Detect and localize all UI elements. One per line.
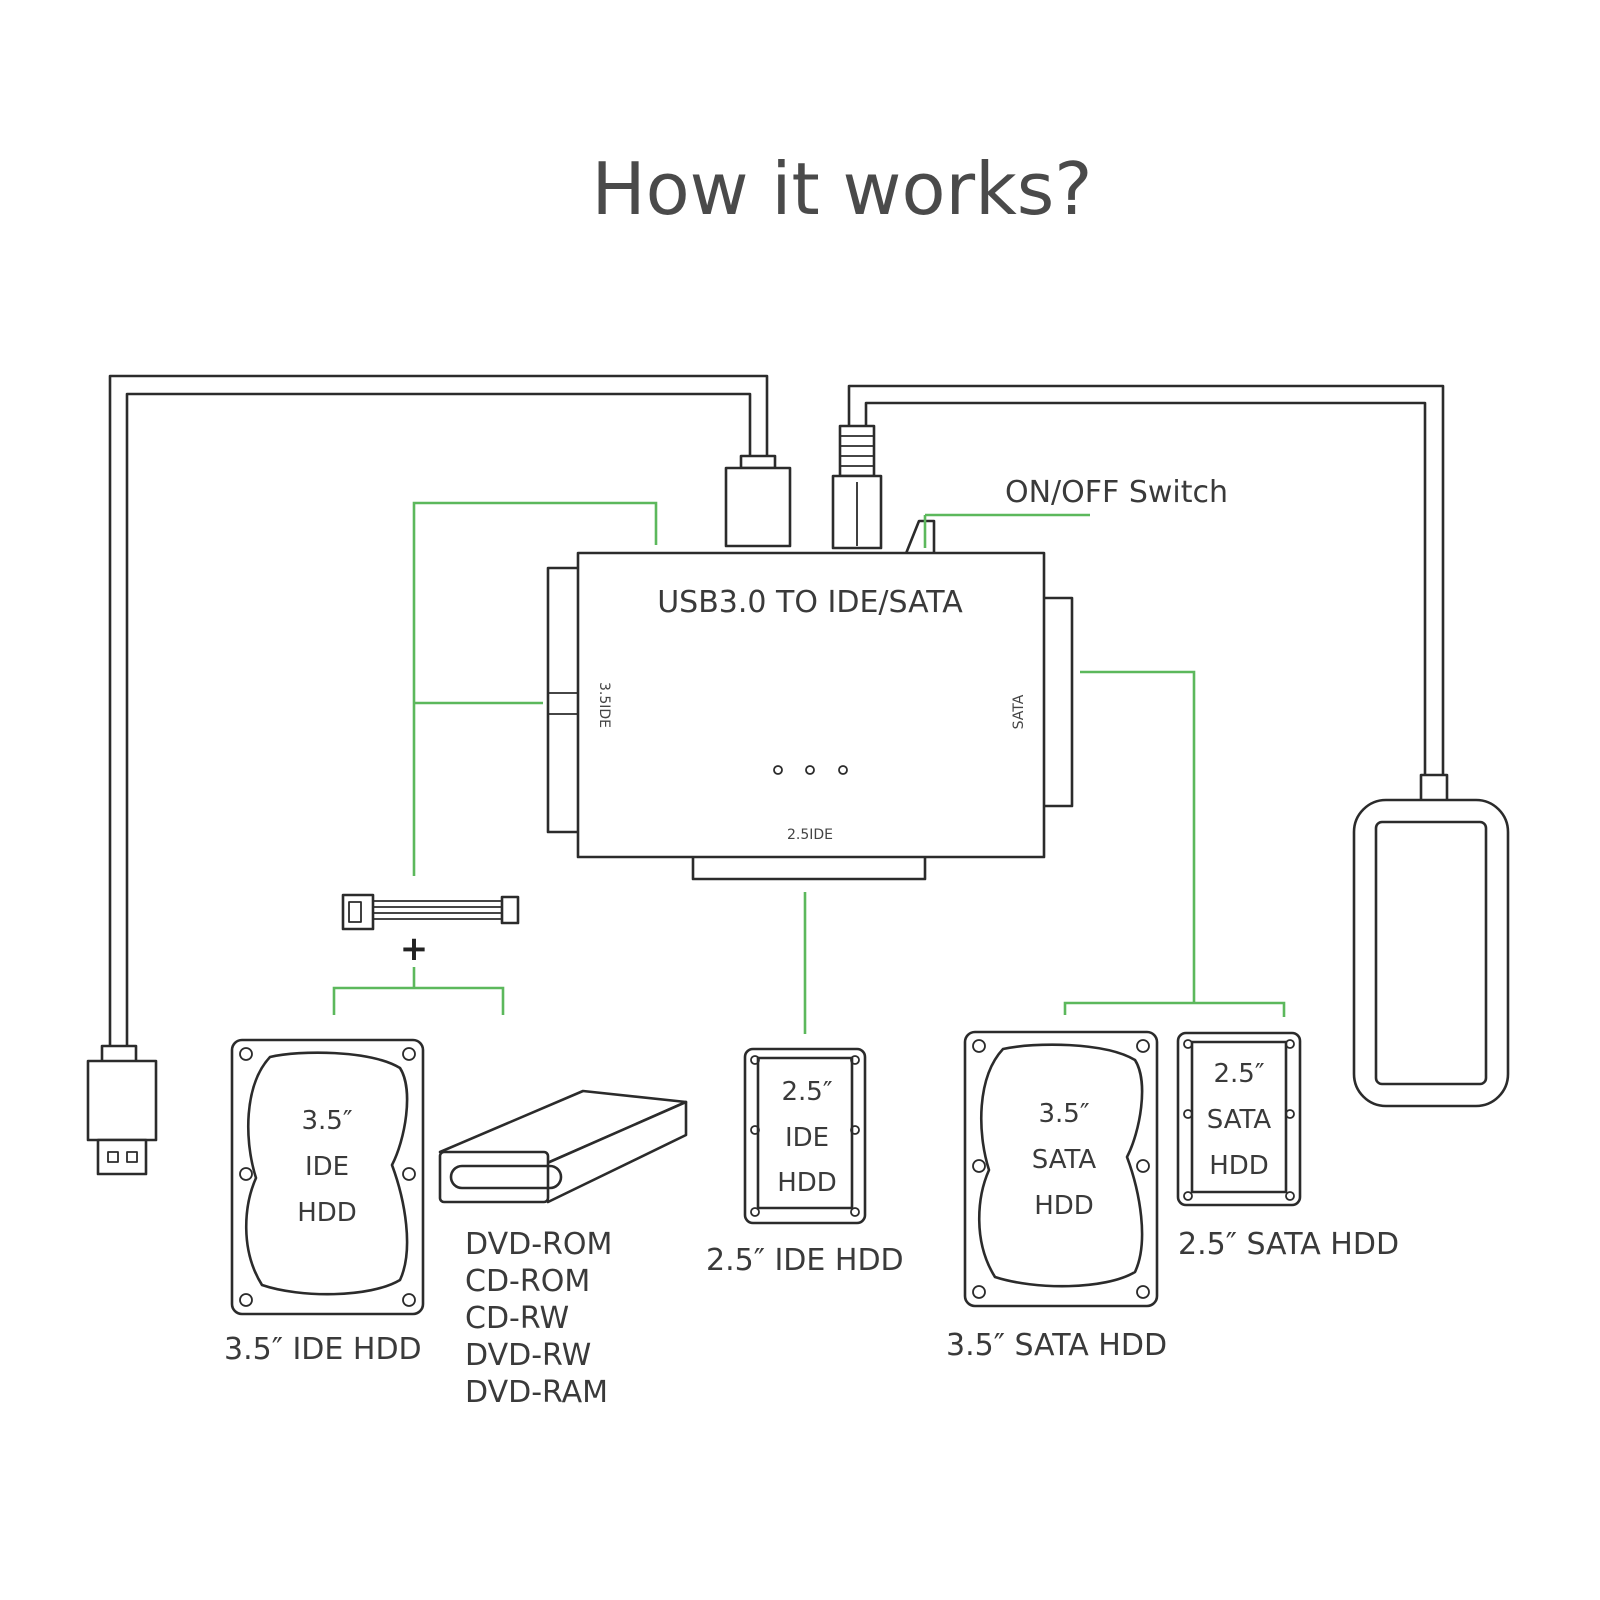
hdd-icon (230, 1038, 425, 1316)
hdd-icon (1176, 1031, 1302, 1207)
sata35-line2: SATA (1032, 1145, 1097, 1175)
led-icon (773, 765, 783, 775)
led-icon (838, 765, 848, 775)
sata35-line3: HDD (1034, 1191, 1094, 1221)
optical-caption: CD-ROM (465, 1264, 590, 1299)
ide25-line1: 2.5″ (781, 1077, 832, 1107)
ide25-line3: HDD (777, 1168, 837, 1198)
dc-plug-icon (831, 424, 883, 550)
ide25-line2: IDE (785, 1123, 829, 1153)
molex-cable-icon (341, 893, 520, 931)
power-cable (847, 384, 1445, 779)
sata25-caption: 2.5″ SATA HDD (1178, 1227, 1399, 1262)
optical-caption: DVD-RW (465, 1338, 591, 1373)
optical-captions: DVD-ROM CD-ROM CD-RW DVD-RW DVD-RAM (465, 1227, 612, 1410)
ide35-line2: IDE (305, 1152, 349, 1182)
on-off-switch (903, 513, 1090, 558)
ide35-line1: 3.5″ (301, 1106, 352, 1136)
usb-b-plug-icon (724, 454, 792, 548)
optical-caption: CD-RW (465, 1301, 569, 1336)
port-label-sata: SATA (1011, 694, 1027, 729)
sata-connector (1040, 596, 1074, 808)
optical-drive-icon (438, 1089, 688, 1204)
sata35-caption: 3.5″ SATA HDD (946, 1328, 1167, 1363)
adapter-body (576, 551, 1046, 859)
usb-cable (108, 374, 769, 1062)
hdd-icon (963, 1030, 1159, 1308)
optical-caption: DVD-RAM (465, 1375, 608, 1410)
ide25-caption: 2.5″ IDE HDD (706, 1243, 904, 1278)
sata35-line1: 3.5″ (1038, 1099, 1089, 1129)
sata25-line1: 2.5″ (1213, 1059, 1264, 1089)
hdd-icon (743, 1047, 867, 1225)
green-connectors (332, 501, 1286, 1034)
ide35-connector (546, 566, 584, 834)
led-icon (805, 765, 815, 775)
adapter-box (546, 551, 1074, 881)
power-adapter-icon (1352, 773, 1510, 1108)
page-title: How it works? (591, 147, 1092, 231)
sata25-line3: HDD (1209, 1151, 1269, 1181)
sata25-line2: SATA (1207, 1105, 1272, 1135)
optical-caption: DVD-ROM (465, 1227, 612, 1262)
switch-label: ON/OFF Switch (1005, 475, 1228, 510)
ide35-line3: HDD (297, 1198, 357, 1228)
ide25-connector (691, 853, 927, 881)
plus-sign: + (400, 929, 429, 969)
ide35-caption: 3.5″ IDE HDD (224, 1332, 422, 1367)
usb-plug-icon (86, 1044, 158, 1176)
adapter-label: USB3.0 TO IDE/SATA (657, 585, 963, 620)
port-label-35ide: 3.5IDE (596, 682, 612, 728)
port-label-25ide: 2.5IDE (787, 827, 833, 843)
